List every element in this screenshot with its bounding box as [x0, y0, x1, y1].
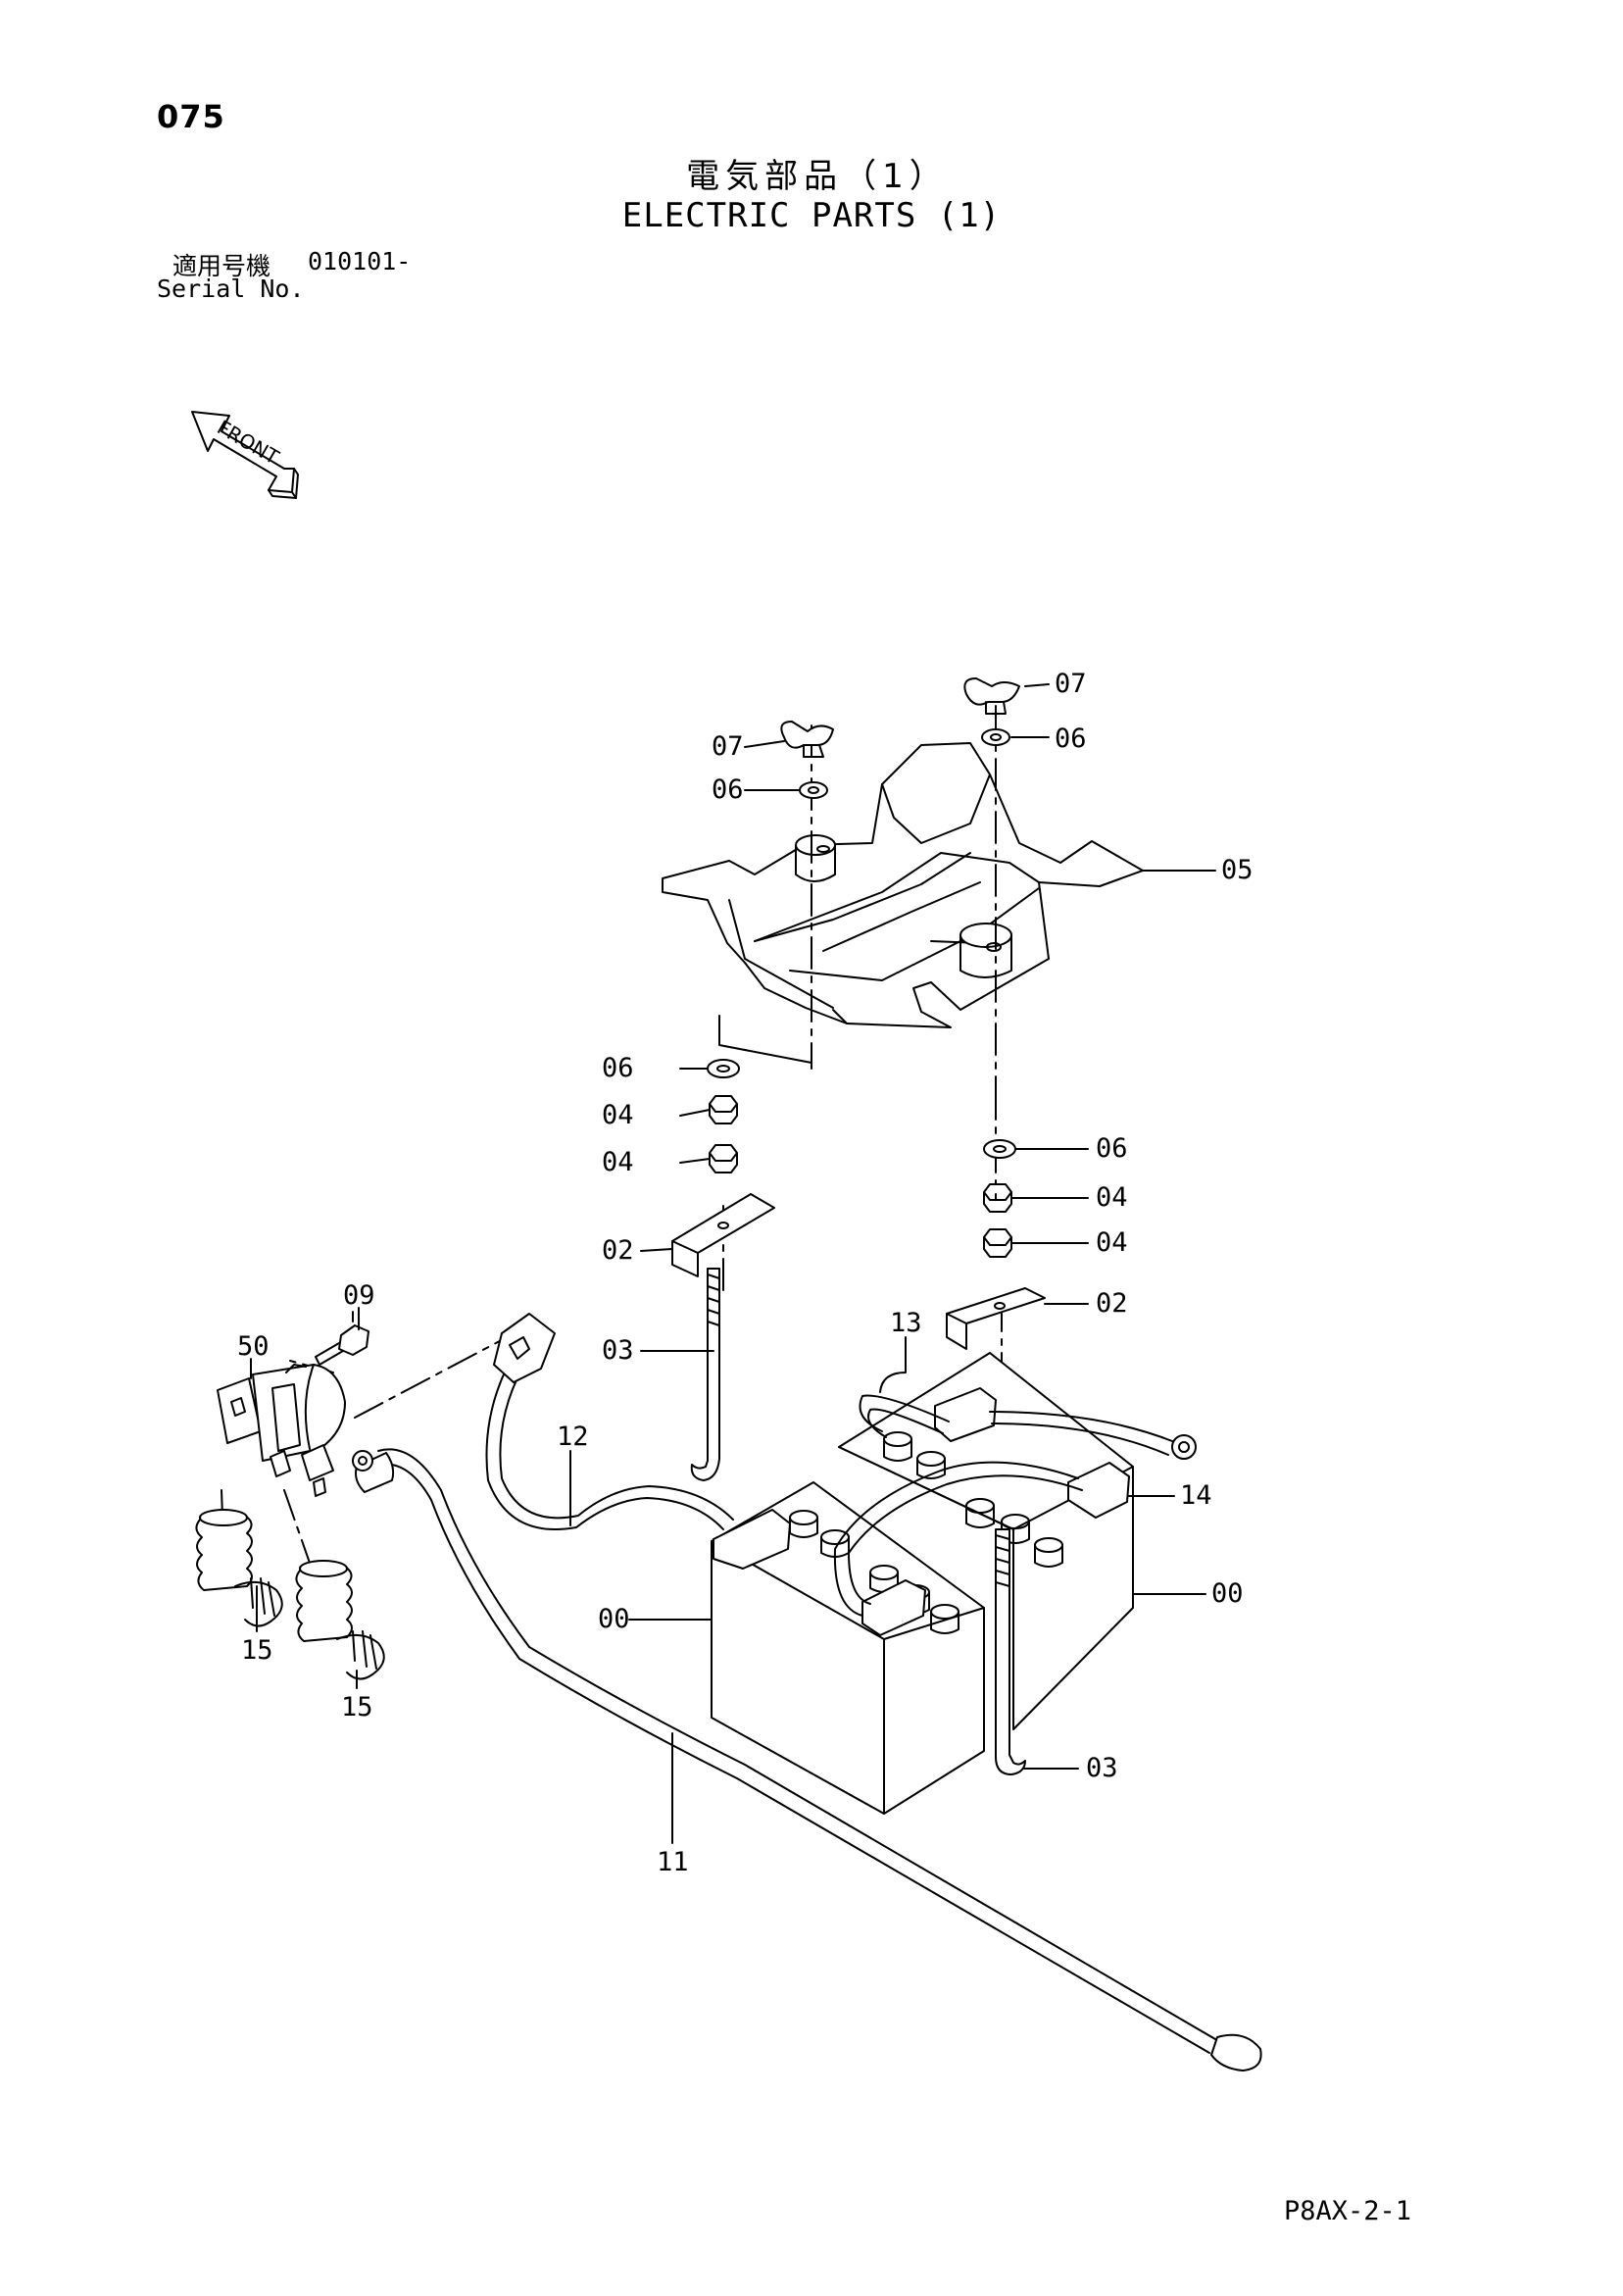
callout-05: 05	[1221, 855, 1254, 885]
callout-02-left: 02	[602, 1235, 634, 1266]
callout-04-right-a: 04	[1096, 1182, 1128, 1213]
cable-12	[485, 1354, 724, 1530]
boot-left-icon	[195, 1509, 283, 1627]
serial-range: 010101-	[308, 247, 412, 275]
callout-04-right-b: 04	[1096, 1227, 1128, 1258]
callout-09: 09	[343, 1280, 375, 1311]
callout-06-top-left: 06	[712, 774, 744, 805]
clamp-plate-icons	[671, 1193, 1046, 1350]
front-arrow-icon	[191, 411, 299, 499]
washer-icons	[707, 728, 1016, 1159]
callout-labels: 07 06 07 06 05 06 04 04 02 03 06 04 04 0…	[237, 669, 1254, 1877]
cable-11	[377, 1448, 1216, 2040]
boot-right-icon	[295, 1560, 385, 1680]
callout-11: 11	[657, 1847, 689, 1877]
wing-nut-right-icon	[963, 677, 1020, 715]
j-bolt-left	[690, 1268, 720, 1481]
callout-03-right: 03	[1086, 1753, 1118, 1783]
page-number: 075	[157, 98, 225, 135]
callout-12: 12	[557, 1422, 589, 1452]
footer-page-code: P8AX-2-1	[1284, 2196, 1412, 2226]
callout-06-right: 06	[1096, 1133, 1128, 1164]
wing-nut-left-icon	[780, 721, 834, 758]
callout-50: 50	[237, 1331, 270, 1362]
callout-leaders	[250, 683, 1216, 1844]
callout-07-right: 07	[1055, 669, 1087, 699]
page-title-jp: 電気部品（1）	[686, 157, 949, 196]
callout-00-right: 00	[1211, 1578, 1244, 1609]
battery-rear	[838, 1352, 1134, 1730]
callout-03-left: 03	[602, 1335, 634, 1366]
page-title-en: ELECTRIC PARTS (1)	[621, 196, 1002, 235]
serial-label-jp: 適用号機	[172, 252, 271, 280]
battery-front	[711, 1481, 985, 1815]
bolt-09-icon	[315, 1311, 369, 1366]
callout-14: 14	[1180, 1480, 1212, 1511]
battery-bracket	[662, 742, 1144, 1028]
callout-07-left: 07	[712, 731, 744, 762]
callout-13: 13	[890, 1308, 922, 1338]
serial-label-en: Serial No.	[157, 275, 305, 303]
callout-15-left: 15	[241, 1635, 273, 1666]
callout-06-left: 06	[602, 1053, 634, 1083]
callout-00-left: 00	[598, 1604, 630, 1634]
callout-04-left-b: 04	[602, 1147, 634, 1177]
battery-relay	[217, 1364, 346, 1497]
callout-15-right: 15	[341, 1692, 373, 1722]
cable-14	[833, 1461, 1079, 1617]
callout-04-left-a: 04	[602, 1100, 634, 1130]
callout-02-right: 02	[1096, 1288, 1128, 1319]
hex-nut-icons	[709, 1095, 1012, 1258]
cable-13	[859, 1394, 950, 1432]
callout-06-top-right: 06	[1055, 724, 1087, 754]
